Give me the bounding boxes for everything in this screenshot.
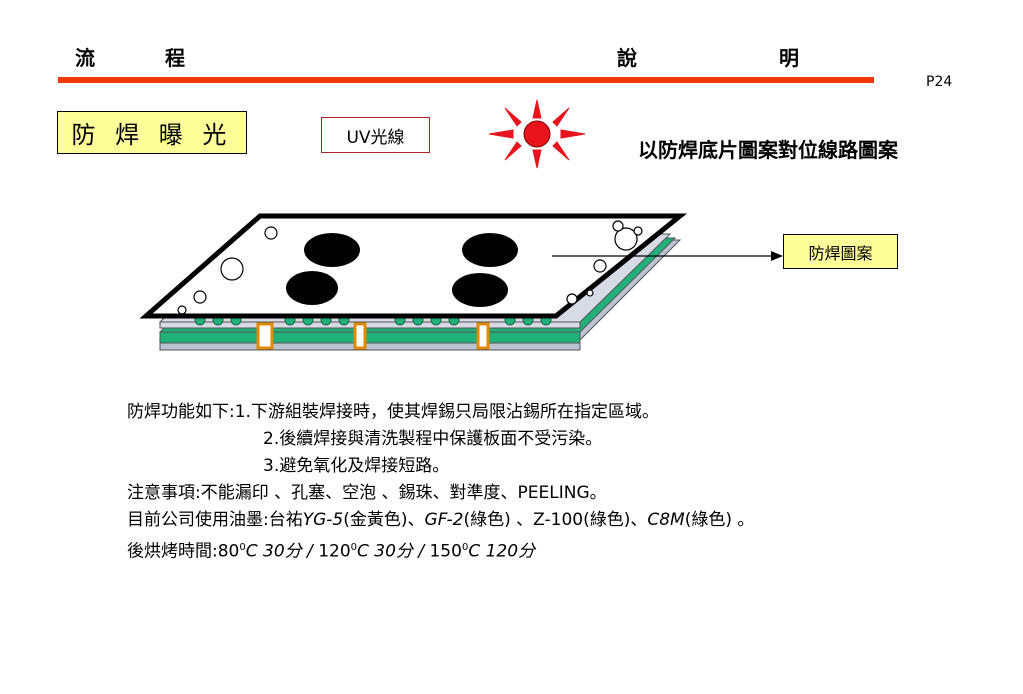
item-2-text: 後續焊接與清洗製程中保護板面不受污染。	[279, 429, 603, 449]
ink-3-name: Z-100	[533, 510, 584, 530]
item-3-text: 避免氧化及焊接短路。	[279, 456, 450, 476]
solder-mask-exposure-diagram	[140, 213, 688, 351]
ink-2-color: (綠色) 、	[463, 510, 534, 530]
bake-3-temp: 150	[429, 541, 462, 562]
header-char-2: 程	[165, 46, 185, 70]
page-number: P24	[926, 74, 953, 90]
section-title-box: 防 焊 曝 光	[57, 111, 247, 154]
item-2-number: 2.	[263, 429, 280, 449]
arrow-right-icon	[552, 251, 783, 261]
bake-label: 後烘烤時間:	[127, 541, 218, 562]
ink-1-name: YG-5	[302, 510, 344, 530]
function-line-2: 2.後續焊接與清洗製程中保護板面不受污染。	[263, 427, 602, 452]
ink-4-name: C8M	[647, 510, 685, 530]
function-line-3: 3.避免氧化及焊接短路。	[263, 454, 449, 479]
function-label: 防焊功能如下:	[127, 402, 235, 422]
bake-3-degree: 0	[461, 542, 469, 553]
item-1-text: 下游組裝焊接時，使其焊錫只局限沾錫所在指定區域。	[250, 402, 659, 422]
caution-line: 注意事項:不能漏印 、孔塞、空泡 、錫珠、對準度、PEELING。	[127, 483, 607, 503]
bake-2-degree: 0	[350, 542, 358, 553]
header-divider	[58, 77, 874, 83]
ink-line: 目前公司使用油墨:台祐YG-5(金黃色)、GF-2(綠色) 、Z-100(綠色)…	[127, 508, 754, 533]
ink-2-name: GF-2	[424, 510, 464, 530]
ink-3-color: (綠色)、	[583, 510, 648, 530]
sun-burst-icon	[488, 99, 586, 169]
ink-prefix: 目前公司使用油墨:台祐	[127, 510, 303, 530]
header-char-1: 流	[75, 46, 95, 70]
bake-1-degree: 0	[239, 542, 246, 553]
item-3-number: 3.	[263, 456, 280, 476]
bake-1-temp: 80	[217, 541, 240, 562]
solder-mask-pattern-label: 防焊圖案	[783, 234, 898, 269]
process-subtitle: 以防焊底片圖案對位線路圖案	[638, 138, 898, 162]
bake-line: 後烘烤時間:800C 30分 / 1200C 30分 / 1500C 120分	[127, 535, 535, 565]
bake-2-temp: 120	[318, 541, 351, 562]
header-char-3: 說	[617, 46, 637, 70]
item-1-number: 1.	[234, 402, 251, 422]
function-line-1: 防焊功能如下:1.下游組裝焊接時，使其焊錫只局限沾錫所在指定區域。	[127, 400, 659, 425]
ink-4-color: (綠色) 。	[684, 510, 755, 530]
bake-3-unit: C 120分	[468, 541, 536, 562]
ink-1-color: (金黃色)、	[343, 510, 425, 530]
bake-2-unit: C 30分 /	[357, 541, 430, 562]
uv-light-label: UV光線	[321, 117, 430, 153]
bake-1-unit: C 30分 /	[245, 541, 319, 562]
header-char-4: 明	[779, 46, 799, 70]
